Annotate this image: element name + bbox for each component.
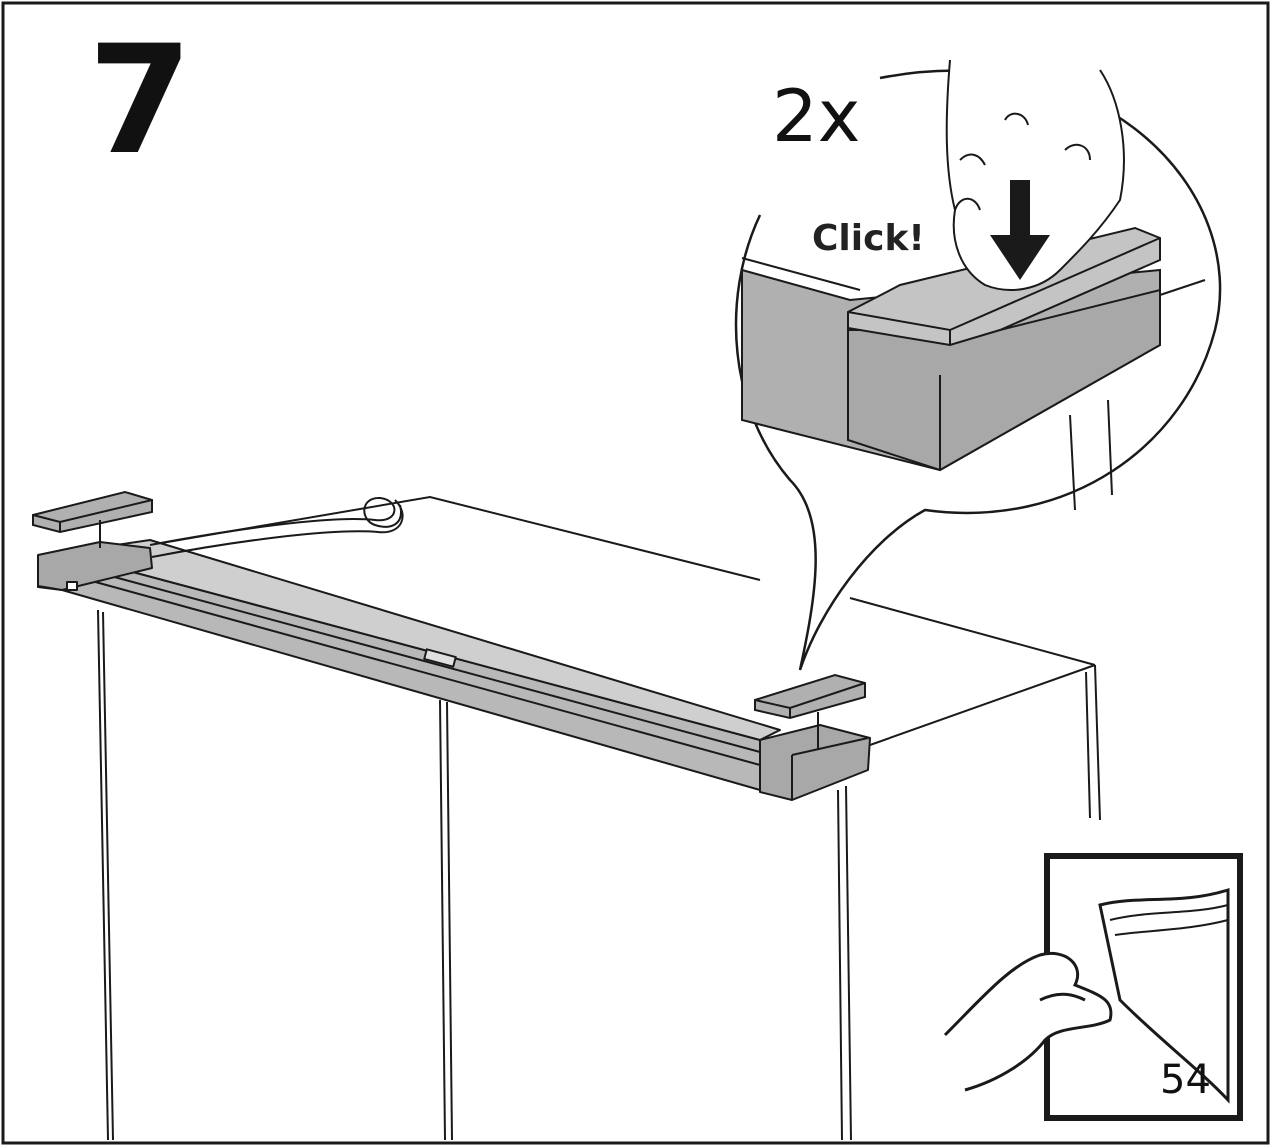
step-number: 7 [88, 14, 192, 188]
end-cap-right [754, 673, 866, 750]
end-cap-left [32, 490, 153, 548]
cable [149, 496, 404, 558]
page-reference-number: 54 [1160, 1057, 1211, 1103]
page-turn-icon [943, 853, 1243, 1121]
hand-press-icon [945, 59, 1125, 291]
top-rail [37, 539, 871, 801]
quantity-label: 2x [772, 74, 861, 158]
arrow-down-icon [990, 180, 1050, 280]
click-label: Click! [812, 218, 925, 259]
